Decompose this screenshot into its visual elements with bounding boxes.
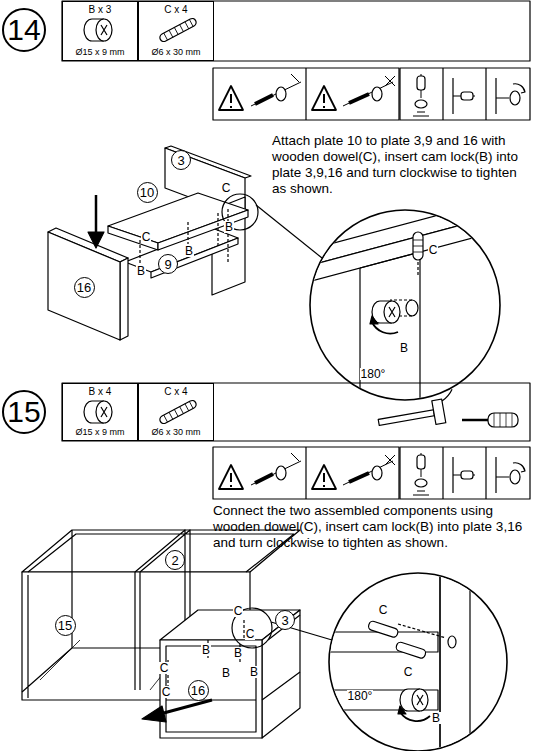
part-label: C [161, 686, 172, 698]
part-label: B [136, 265, 146, 277]
number-text: 16 [77, 281, 91, 294]
part-label: B [201, 644, 211, 656]
step-number: 14 [3, 9, 45, 51]
step-number: 15 [3, 391, 45, 433]
part-label: B [233, 647, 243, 659]
number-text: 3 [177, 154, 184, 167]
number-text: 15 [7, 397, 40, 427]
number-text: 16 [191, 684, 205, 697]
part-quantity: B x 3 [89, 4, 112, 15]
number-text: 2 [171, 554, 178, 567]
callout-number: 16 [74, 277, 95, 298]
part-dimension: Ø15 x 9 mm [75, 428, 124, 438]
part-label: C [221, 182, 232, 194]
part-label: C [141, 231, 152, 243]
part-quantity: C x 4 [164, 386, 187, 397]
part-label: B [221, 667, 231, 679]
part-label: C [428, 244, 439, 256]
callout-number: 9 [158, 254, 178, 274]
callout-number: 3 [275, 610, 295, 630]
part-label: B [399, 342, 409, 354]
number-text: 3 [281, 614, 288, 627]
part-label: C [159, 662, 170, 674]
part-dimension: Ø6 x 30 mm [151, 48, 200, 58]
part-label: C [403, 666, 414, 678]
hardware-cell: C x 4 Ø6 x 30 mm [138, 1, 214, 61]
callout-number: 16 [188, 680, 209, 701]
number-text: 14 [7, 15, 40, 45]
number-text: 9 [164, 258, 171, 271]
part-label: C [233, 605, 244, 617]
part-label: C [378, 604, 389, 616]
part-label: C [245, 628, 256, 640]
part-dimension: Ø6 x 30 mm [151, 428, 200, 438]
part-quantity: C x 4 [164, 4, 187, 15]
hardware-cell: B x 4 Ø15 x 9 mm [62, 383, 138, 441]
hardware-cell: B x 3 Ø15 x 9 mm [62, 1, 138, 61]
callout-number: 2 [165, 550, 185, 570]
part-quantity: B x 4 [89, 386, 112, 397]
part-label: 180° [360, 368, 387, 380]
part-label: B [431, 712, 441, 724]
number-text: 10 [140, 186, 154, 199]
part-label: 180° [347, 690, 374, 702]
number-text: 15 [58, 619, 72, 632]
part-label: B [224, 221, 234, 233]
instruction-text: Connect the two assembled components usi… [213, 503, 533, 551]
hardware-cell: C x 4 Ø6 x 30 mm [138, 383, 214, 441]
part-label: B [184, 245, 194, 257]
instruction-text: Attach plate 10 to plate 3,9 and 16 with… [272, 133, 532, 197]
callout-number: 15 [55, 615, 76, 636]
part-dimension: Ø15 x 9 mm [75, 48, 124, 58]
part-label: B [249, 666, 259, 678]
callout-number: 3 [171, 150, 191, 170]
callout-number: 10 [137, 182, 158, 203]
